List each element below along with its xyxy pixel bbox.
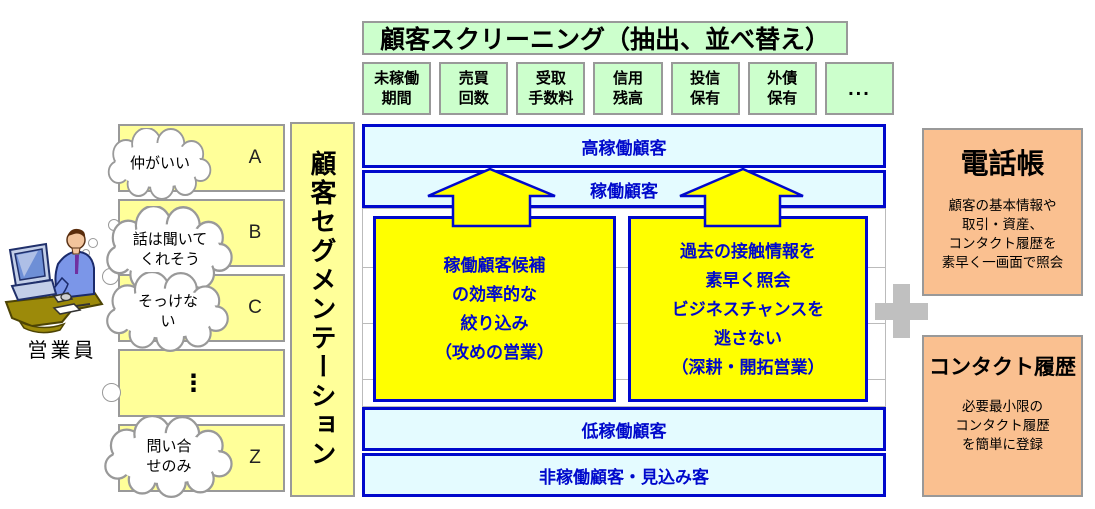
phonebook-box: 電話帳 顧客の基本情報や 取引・資産、 コンタクト履歴を 素早く一画面で照会 <box>922 128 1083 296</box>
bubble-friendly: 仲がいい <box>106 128 214 200</box>
salesperson-clipart <box>4 228 104 334</box>
tier-low-activity: 低稼働顧客 <box>362 407 886 451</box>
criteria-fund-holding: 投信 保有 <box>670 62 740 115</box>
phonebook-title: 電話帳 <box>960 148 1045 179</box>
strategy-cultivation-sales: 過去の接触情報を 素早く照会 ビジネスチャンスを 逃さない （深耕・開拓営業） <box>628 216 868 402</box>
criteria-ellipsis: ... <box>824 62 894 115</box>
screening-criteria-row: 未稼働 期間 売買 回数 受取 手数料 信用 残高 投信 保有 外債 保有 ..… <box>362 62 894 115</box>
segment-letter-z: Z <box>249 447 261 468</box>
grid-line <box>363 267 885 268</box>
strategy-offensive-sales: 稼働顧客候補 の効率的な 絞り込み （攻めの営業） <box>373 216 616 402</box>
cloud-shape-icon <box>107 128 212 200</box>
salesperson-label: 営業員 <box>27 340 97 362</box>
tier-active: 稼働顧客 <box>362 170 886 208</box>
criteria-margin-balance: 信用 残高 <box>593 62 663 115</box>
bubble-curt: そっけな い <box>104 272 232 352</box>
criteria-trade-count: 売買 回数 <box>439 62 509 115</box>
cloud-shape-icon <box>106 272 229 352</box>
segmentation-bar: 顧客セグメンテーション <box>290 122 355 497</box>
bubble-inquiry-only: 問い合 せのみ <box>102 416 236 498</box>
segment-letter-a: A <box>248 147 262 168</box>
bubble-will-listen: 話は聞いて くれそう <box>104 206 236 294</box>
plus-icon <box>893 284 910 338</box>
tier-high-activity: 高稼働顧客 <box>362 124 886 168</box>
bubble-tail-dot <box>88 238 98 248</box>
bubble-tail-dot <box>102 383 121 402</box>
tier-inactive-prospect: 非稼働顧客・見込み客 <box>362 453 886 497</box>
contact-history-title: コンタクト履歴 <box>929 356 1076 379</box>
grid-line <box>363 323 885 324</box>
grid-line <box>363 379 885 380</box>
segment-row-dots: ⋮ <box>118 349 285 417</box>
criteria-idle-period: 未稼働 期間 <box>362 62 432 115</box>
segment-dots: ⋮ <box>181 369 206 397</box>
segment-letter-c: C <box>248 297 262 318</box>
cloud-shape-icon <box>104 416 233 498</box>
segmentation-bar-label: 顧客セグメンテーション <box>307 150 337 469</box>
criteria-foreign-bond: 外債 保有 <box>747 62 817 115</box>
contact-history-box: コンタクト履歴 必要最小限の コンタクト履歴 を簡単に登録 <box>922 335 1083 497</box>
segment-letter-b: B <box>248 222 262 243</box>
screening-title: 顧客スクリーニング（抽出、並べ替え） <box>362 21 848 55</box>
cloud-shape-icon <box>106 206 233 294</box>
criteria-commission: 受取 手数料 <box>516 62 586 115</box>
